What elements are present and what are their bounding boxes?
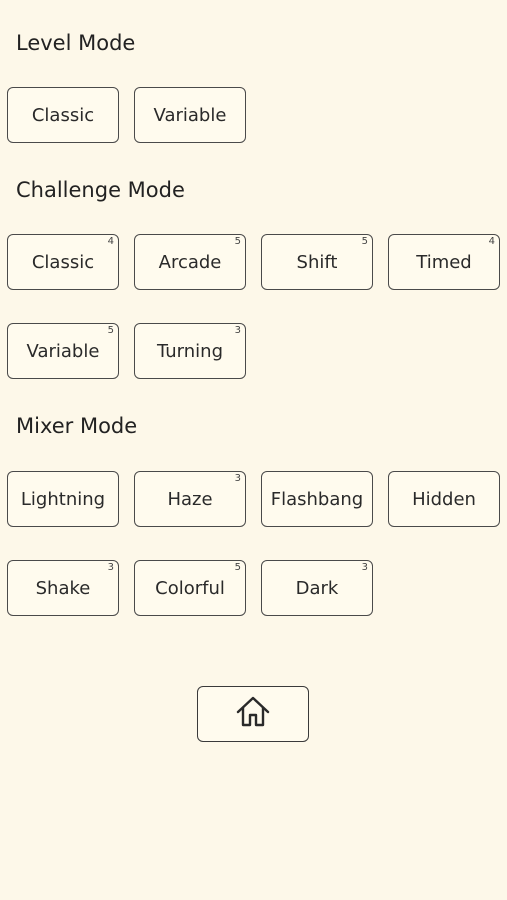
challenge-mode-title: Challenge Mode [16,178,185,202]
challenge-arcade-button[interactable]: Arcade 5 [134,234,246,290]
count-badge: 5 [234,236,241,247]
level-mode-title: Level Mode [16,31,136,55]
button-label: Shake [35,577,91,599]
home-icon [235,694,271,734]
count-badge: 3 [361,562,368,573]
mixer-lightning-button[interactable]: Lightning [7,471,119,527]
mixer-hidden-button[interactable]: Hidden [388,471,500,527]
count-badge: 3 [234,325,241,336]
challenge-turning-button[interactable]: Turning 3 [134,323,246,379]
count-badge: 5 [361,236,368,247]
level-classic-button[interactable]: Classic [7,87,119,143]
challenge-variable-button[interactable]: Variable 5 [7,323,119,379]
button-label: Turning [157,340,223,362]
button-label: Variable [26,340,100,362]
level-variable-button[interactable]: Variable [134,87,246,143]
mixer-shake-button[interactable]: Shake 3 [7,560,119,616]
home-button[interactable] [197,686,309,742]
button-label: Lightning [20,488,106,510]
count-badge: 5 [234,562,241,573]
button-label: Variable [153,104,227,126]
button-label: Classic [31,251,95,273]
challenge-classic-button[interactable]: Classic 4 [7,234,119,290]
button-label: Shift [296,251,338,273]
count-badge: 3 [107,562,114,573]
mixer-colorful-button[interactable]: Colorful 5 [134,560,246,616]
mixer-mode-title: Mixer Mode [16,414,138,438]
button-label: Arcade [158,251,222,273]
count-badge: 5 [107,325,114,336]
mixer-haze-button[interactable]: Haze 3 [134,471,246,527]
button-label: Classic [31,104,95,126]
button-label: Dark [295,577,339,599]
button-label: Haze [167,488,213,510]
button-label: Colorful [155,577,225,599]
button-label: Flashbang [270,488,364,510]
button-label: Timed [416,251,472,273]
button-label: Hidden [412,488,476,510]
count-badge: 4 [488,236,495,247]
challenge-shift-button[interactable]: Shift 5 [261,234,373,290]
challenge-timed-button[interactable]: Timed 4 [388,234,500,290]
mixer-dark-button[interactable]: Dark 3 [261,560,373,616]
count-badge: 3 [234,473,241,484]
mixer-flashbang-button[interactable]: Flashbang [261,471,373,527]
count-badge: 4 [107,236,114,247]
